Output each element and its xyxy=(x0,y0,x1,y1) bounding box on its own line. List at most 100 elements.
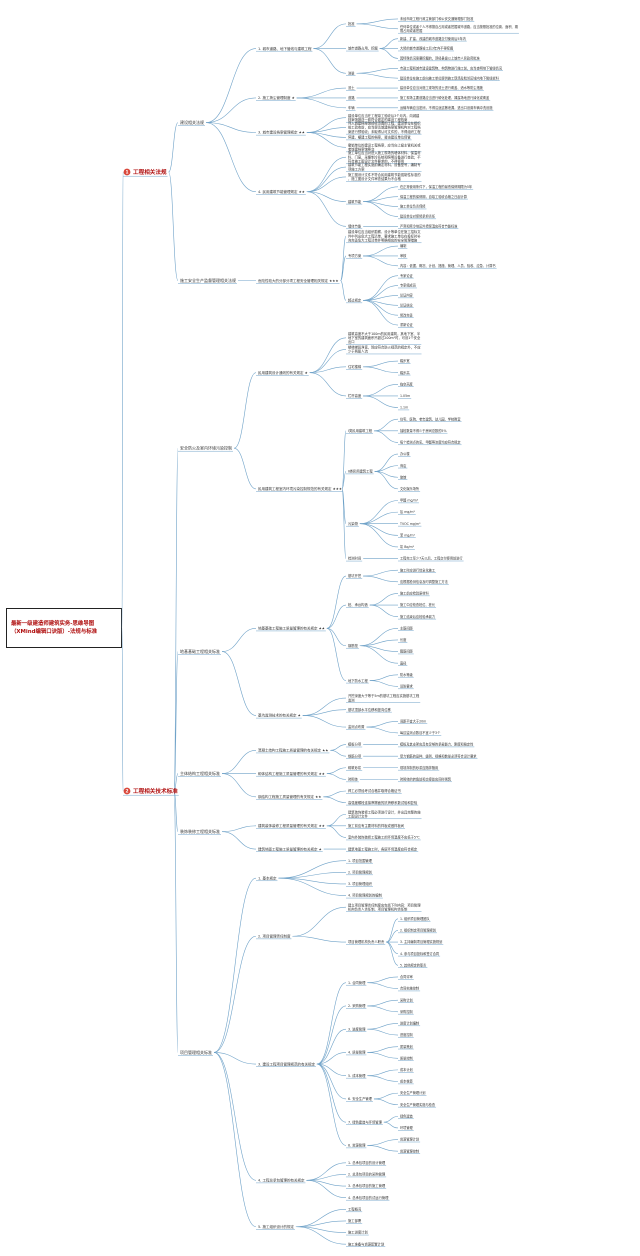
subtopic[interactable]: 新建、扩建、改建的城市道路交付使用后5年内 xyxy=(400,36,466,41)
subtopic[interactable]: 7. 绿色建造与环境管理 xyxy=(348,1119,383,1124)
subtopic[interactable]: 测量 xyxy=(348,70,355,75)
subtopic[interactable]: 采购计划 xyxy=(400,997,413,1002)
subtopic[interactable]: 施工进度计划 xyxy=(348,1230,368,1235)
subtopic[interactable]: 设防要求 xyxy=(400,684,414,689)
subtopic[interactable]: 检测时间 xyxy=(348,556,361,561)
subtopic[interactable]: 撤销单位的建设工程档案，应当向上级主管机关或者城建档案馆移交 xyxy=(348,142,421,151)
subtopic[interactable]: 施工单位负责保修 xyxy=(400,204,426,209)
subtopic[interactable]: 建筑装饰装修工程质量管理的有关规定 ★★ xyxy=(258,823,325,828)
subtopic[interactable]: 抽检数量不得少于房间总数的5% xyxy=(400,428,447,433)
subtopic[interactable]: 建筑地面工程施工质量管理的有关规定 ★ xyxy=(258,846,322,851)
subtopic[interactable]: 专项方案 xyxy=(348,253,362,258)
subtopic[interactable]: 污染物 xyxy=(348,521,359,526)
subtopic[interactable]: 建设单位应当在工程竣工验收后3个月内，向城建档案馆报送一套符合规定的建设工程档案 xyxy=(348,113,420,122)
subtopic[interactable]: 砖砌体的转角处和交接处应同时砌筑 xyxy=(400,777,452,782)
subtopic[interactable]: 专家组成员 xyxy=(400,283,416,288)
subtopic[interactable]: 基坑监测技术的有关规定 ★ xyxy=(258,713,301,718)
subtopic[interactable]: 论证结论 xyxy=(400,302,414,307)
subtopic[interactable]: 3. 进度管理 xyxy=(348,1026,366,1031)
subtopic[interactable]: 进度控制 xyxy=(400,1032,413,1037)
subtopic[interactable]: 墙体节能 xyxy=(348,223,362,228)
subtopic[interactable]: 道路 xyxy=(348,95,355,100)
subtopic[interactable]: 1. 总承包项目的设计管理 xyxy=(348,1160,386,1165)
subtopic[interactable]: 重新论证 xyxy=(400,322,414,327)
subtopic[interactable]: 模板及其支架应具有足够的承载能力、刚度和稳定性 xyxy=(400,742,474,747)
subtopic[interactable]: 8. 资源管理 xyxy=(348,1143,366,1148)
subtopic[interactable]: 文化娱乐场所 xyxy=(400,486,420,491)
subtopic[interactable]: 施工部署 xyxy=(348,1218,362,1223)
subtopic[interactable]: 大修的城市道路竣工后3年内不得挖掘 xyxy=(400,46,453,51)
subtopic[interactable]: 施工前应检验原材料 xyxy=(400,591,429,596)
subtopic[interactable]: 钢结构工程施工质量管理的有关规定 ★★ xyxy=(258,794,321,799)
subtopic[interactable]: 建设单位应当组织勘察、设计等单位在施工招标文件中列出危大工程清单，要求施工单位在… xyxy=(348,229,421,242)
subtopic[interactable]: 高强度螺栓连接摩擦面的抗滑移系数试验和复验 xyxy=(348,800,418,805)
subtopic[interactable]: 每边监测点数目不宜少于3个 xyxy=(400,730,441,735)
subtopic[interactable]: 建立项目管理责任制度应包括下列内容：项目管理机构负责人责任制、项目管理机构责任制 xyxy=(348,902,421,911)
subtopic[interactable]: 建筑节能工程实施前确定材料、设备型号，编制专项施工方案 xyxy=(348,162,421,171)
subtopic[interactable]: 1. 城市道路、地下管线与建筑工程 xyxy=(258,46,312,51)
subtopic[interactable]: Ⅰ类民用建筑工程 xyxy=(348,428,373,433)
subtopic[interactable]: 2. 施工扬尘管理制度 ★ xyxy=(258,95,295,100)
subtopic[interactable]: 3. 建设工程项目管理规范的有关规定 xyxy=(258,1061,315,1066)
subtopic[interactable]: 2. 采购管理 xyxy=(348,1003,366,1008)
subtopic[interactable]: 质量策划 xyxy=(400,1044,413,1049)
subtopic[interactable]: 1. 合同管理 xyxy=(348,980,366,985)
subtopic[interactable]: 施工图设计文件不符合民用建筑节能强制性标准的，施工图设计文件审查结果为不合格 xyxy=(348,172,421,181)
subtopic[interactable]: 3. 总承包项目的施工管理 xyxy=(348,1183,386,1188)
subtopic[interactable]: 2. 总承包项目的采购管理 xyxy=(348,1172,386,1177)
subtopic[interactable]: 2. 项目管理责任制度 xyxy=(258,933,291,938)
subtopic[interactable]: 踏步高 xyxy=(400,370,410,375)
subtopic[interactable]: 资源管理计划 xyxy=(400,1137,419,1142)
subtopic[interactable]: 项目管理机构负责人职责 xyxy=(348,939,385,944)
subtopic[interactable]: 建筑高度不大于100m的民用建筑，其地下室、半地下室的建筑面积不超过200m²时… xyxy=(348,331,421,344)
subtopic[interactable]: 建设单位在施工前向施工单位提供施工现场及毗邻区域内地下管线资料 xyxy=(400,75,500,80)
subtopic[interactable]: 施工现场主要道路应当进行硬化处理，裸露场地进行绿化或覆盖 xyxy=(400,95,490,100)
subtopic[interactable]: 基坑顶部水平位移和竖向位移 xyxy=(348,707,392,712)
subtopic[interactable]: 超过规定 xyxy=(348,298,362,303)
subtopic[interactable]: 民用建筑设计通则的有关规定 ★ xyxy=(258,370,308,375)
subtopic[interactable]: 停建、缓建工程的档案，暂由建设单位保管 xyxy=(348,135,411,140)
subtopic[interactable]: 市政工程和城市建设建筑物、构筑物进行施工前，应当查明地下管线情况 xyxy=(400,65,503,70)
subtopic[interactable]: 运输车辆应当密闭，不得沿途遗撒泄漏，进出口设置车辆冲洗设施 xyxy=(400,105,493,110)
subtopic[interactable]: 列入城建档案馆接收范围的工程，建设单位在组织竣工验收前，应当提请城建档案管理机构… xyxy=(348,121,421,134)
subtopic[interactable]: 安全生产管理实施与检查 xyxy=(400,1102,436,1107)
subtopic[interactable]: 建设单位对保修承担责任 xyxy=(400,214,436,219)
subtopic[interactable]: 环境管理 xyxy=(400,1125,414,1130)
subtopic[interactable]: 5. 成本管理 xyxy=(348,1073,366,1078)
subtopic[interactable]: 3. 城市建设档案管理规定 ★★ xyxy=(258,130,305,135)
subtopic[interactable]: TVOC mg/m³ xyxy=(399,522,421,526)
subtopic[interactable]: 工程概况 xyxy=(348,1206,362,1211)
subtopic[interactable]: 长度 xyxy=(400,637,407,642)
subtopic[interactable]: 4. 民用建筑节能管理规定 ★★ xyxy=(258,189,305,194)
subtopic[interactable]: 采购控制 xyxy=(400,1009,413,1014)
subtopic[interactable]: 氨 mg/m³ xyxy=(400,509,416,514)
subtopic[interactable]: 1. 项目范围管理 xyxy=(348,858,373,863)
subtopic[interactable]: 合同评审 xyxy=(400,974,413,979)
subtopic[interactable]: 编制 xyxy=(400,243,406,248)
subtopic[interactable]: 主体结构工程相关标准 xyxy=(180,770,220,776)
subtopic[interactable]: 建筑节能 xyxy=(348,199,362,204)
subtopic[interactable]: 危险性较大的分部分项工程安全管理相关规定 ★★★ xyxy=(258,278,339,283)
subtopic[interactable]: 项目管理相关标准 xyxy=(180,1049,212,1055)
subtopic[interactable]: 踏步宽 xyxy=(400,358,410,363)
subtopic[interactable]: 专家论证 xyxy=(400,273,414,278)
subtopic[interactable]: 论证内容 xyxy=(400,293,414,298)
subtopic[interactable]: 安全防火及室内环境污染控制 xyxy=(180,445,232,451)
subtopic[interactable]: 间距不宜大于20m xyxy=(400,718,426,723)
subtopic[interactable]: 住宅楼梯 xyxy=(348,364,362,369)
subtopic[interactable]: 混凝土结构工程施工质量管理的有关规定 ★★ xyxy=(258,748,328,753)
subtopic[interactable]: 安全生产管理计划 xyxy=(400,1090,426,1095)
subtopic[interactable]: 临空高度 xyxy=(400,381,414,386)
subtopic[interactable]: 4. 项目管理规划的编制 xyxy=(348,893,383,898)
subtopic[interactable]: 砌筑砂浆 xyxy=(348,765,362,770)
subtopic[interactable]: 1. 组织项目管理团队 xyxy=(400,916,430,921)
subtopic[interactable]: 室内外装饰装修工程施工的环境温度不应低于5℃ xyxy=(348,835,420,840)
subtopic[interactable]: 地基基础工程施工质量管理的有关规定 ★★ xyxy=(258,626,325,631)
subtopic[interactable]: 施工准备与资源配置计划 xyxy=(348,1241,384,1246)
subtopic[interactable]: 钢筋分项 xyxy=(348,753,362,758)
subtopic[interactable]: 车辆 xyxy=(348,105,355,110)
subtopic[interactable]: 氡 Bq/m³ xyxy=(400,544,415,549)
subtopic[interactable]: 施工单位应当对进入施工现场的墙体材料、保温材料、门窗、采暖制冷系统和照明设备进行… xyxy=(348,150,421,163)
subtopic[interactable]: 批准 xyxy=(348,21,355,26)
root-topic[interactable]: 最新一级建造师建筑实务-思维导图（XMind编辑口诀版）-法规与标准 xyxy=(6,608,122,648)
